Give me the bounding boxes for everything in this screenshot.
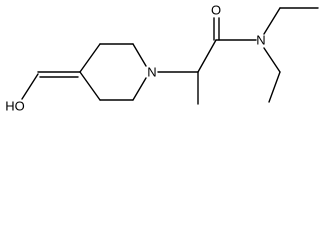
bond-ethyl2-ch2-ch3 <box>268 71 281 103</box>
bond-ring-n1-c6 <box>132 77 147 101</box>
amide-nitrogen-label: N <box>256 33 265 48</box>
bond-oxime-n-o <box>21 73 39 100</box>
bond-ring-c2-n1 <box>132 43 147 67</box>
bond-ring-c4-c3 <box>79 43 101 73</box>
piperidine-ring <box>79 43 147 101</box>
bond-alpha-carbon-carbonyl <box>197 39 217 73</box>
chemical-structure-diagram: N O N HO <box>5 3 319 114</box>
diethyl-groups <box>263 7 319 103</box>
oxime-group <box>21 71 81 100</box>
ring-nitrogen-label: N <box>147 65 156 80</box>
hydroxyl-label: HO <box>5 99 25 114</box>
propanamide-chain <box>157 17 257 105</box>
atom-labels: N O N HO <box>5 3 265 114</box>
bond-ring-c5-c4 <box>79 71 101 101</box>
carbonyl-oxygen-label: O <box>211 3 221 18</box>
bond-amide-n-ethyl2-ch2 <box>263 47 281 73</box>
bond-amide-n-ethyl1-ch2 <box>263 7 281 35</box>
